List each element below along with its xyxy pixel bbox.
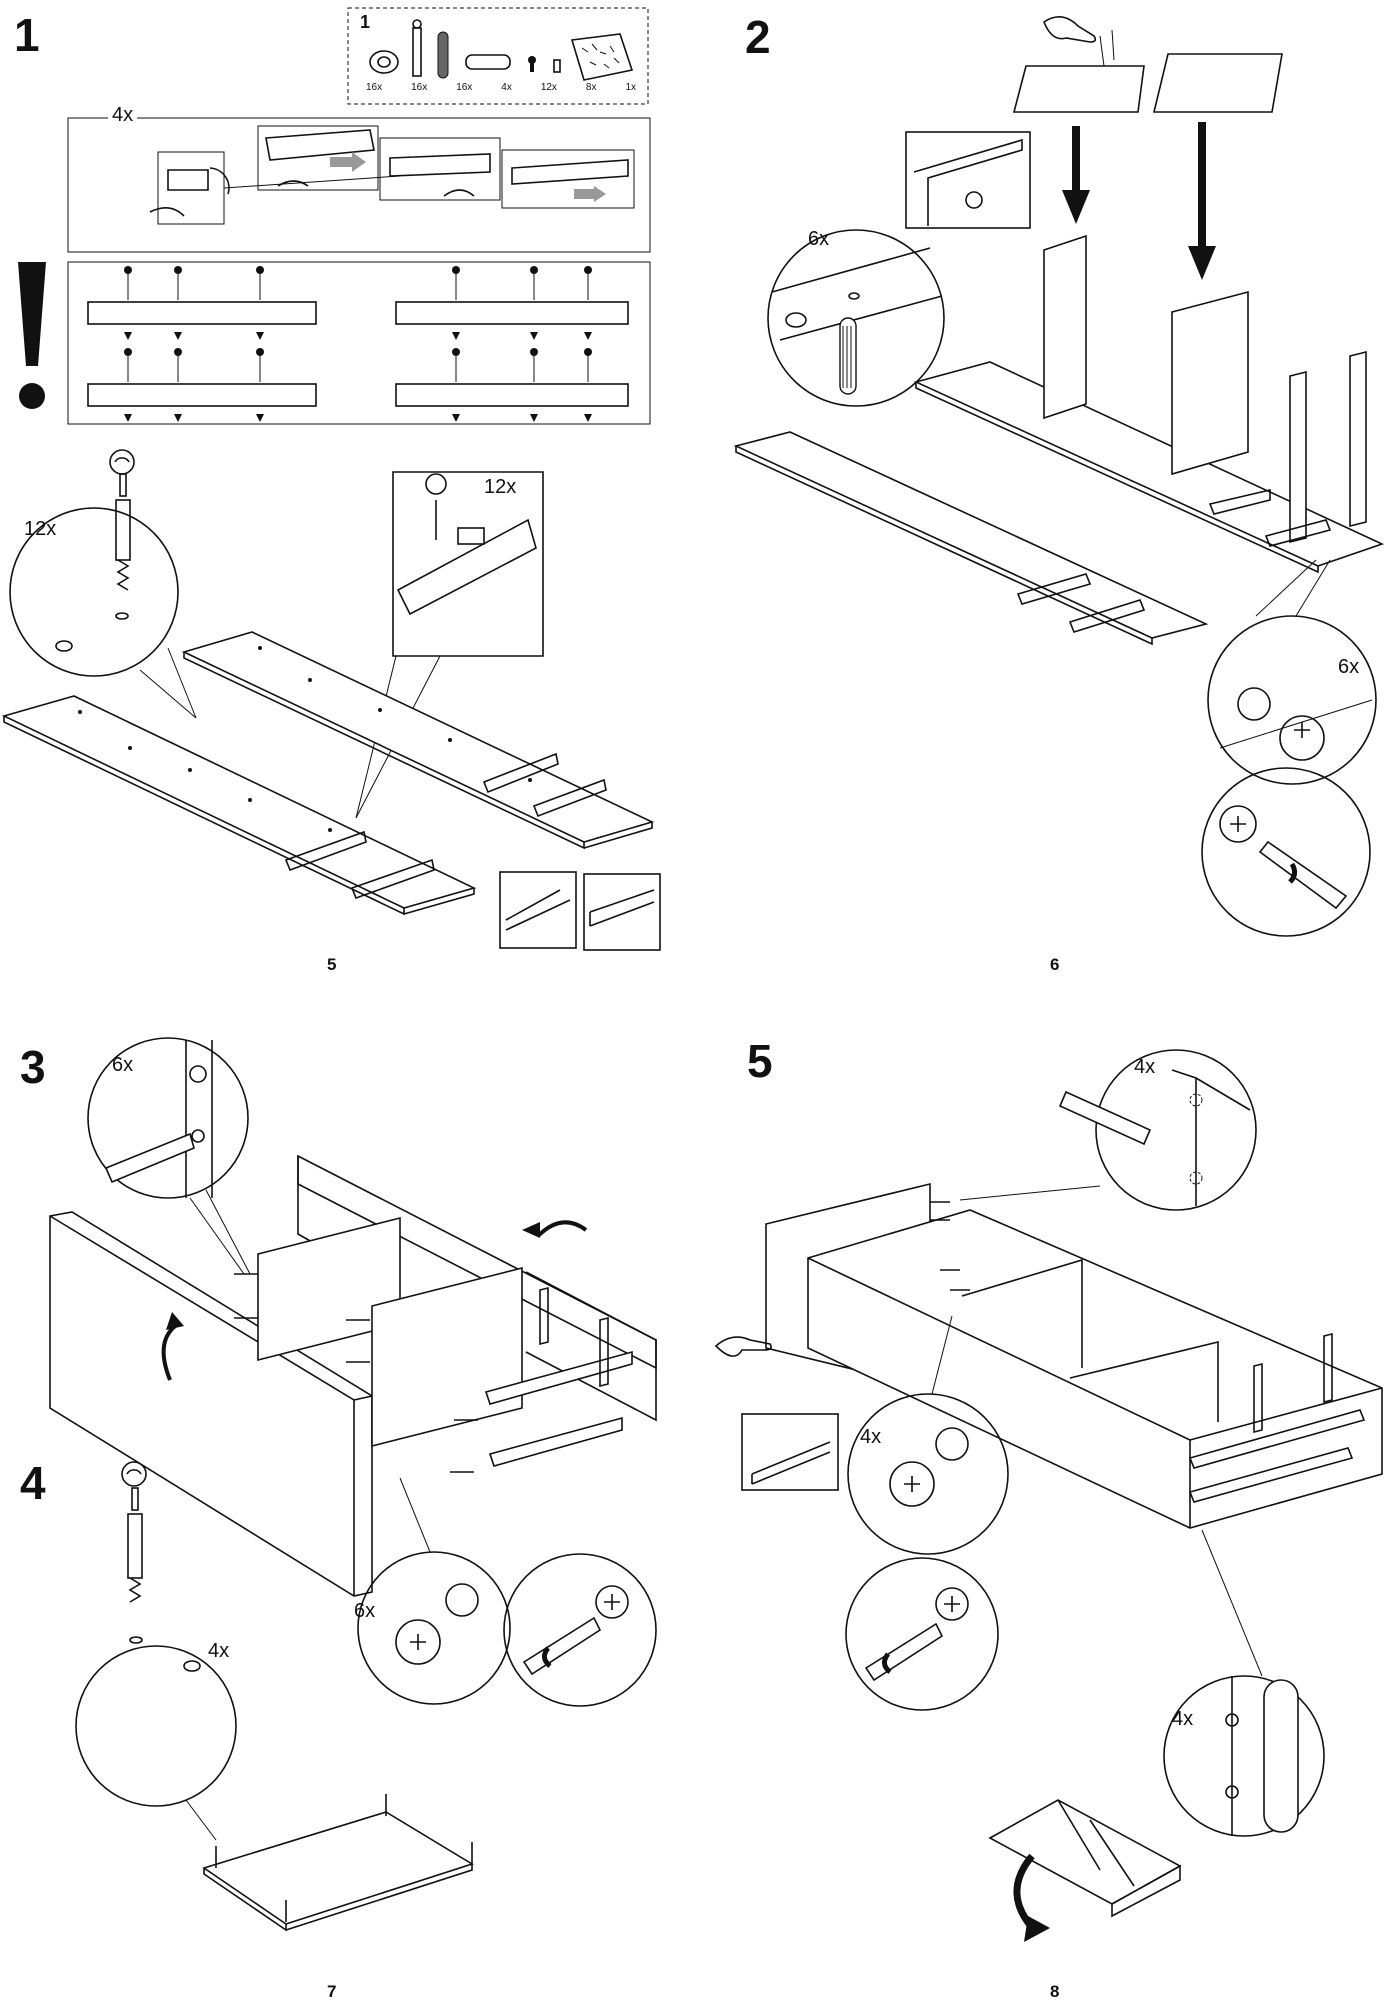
base-panel-front xyxy=(733,431,1209,639)
upright-panel-3 xyxy=(1289,370,1307,544)
handle-detail-circle xyxy=(1163,1529,1325,1837)
upright-panel-4 xyxy=(1349,350,1367,528)
top-panel-right xyxy=(1152,53,1283,113)
dowel-detail-circle xyxy=(767,229,945,407)
screwdriver-detail-circle-step5 xyxy=(845,1557,999,1711)
cam-lock-part-icon xyxy=(369,50,399,74)
cam-bolt-detail-circle-step4 xyxy=(75,1461,237,1841)
rail-quantity: 4x xyxy=(108,104,138,127)
parts-box-label: 1 xyxy=(360,12,371,32)
screw-bag-part-icon xyxy=(570,33,634,81)
upright-panel-1 xyxy=(1043,234,1087,420)
page-number-5: 5 xyxy=(327,955,337,974)
parts-qty: 16x xyxy=(411,82,428,93)
screwdriver-detail-circle-step3 xyxy=(503,1553,657,1707)
cam-bolt-quantity-step4: 4x xyxy=(208,1640,230,1662)
edge-detail-box-step5 xyxy=(741,1413,839,1491)
cam-bolt-quantity: 12x xyxy=(24,518,57,540)
step-number-1: 1 xyxy=(14,9,40,61)
dowel-quantity-step5: 4x xyxy=(1134,1056,1156,1078)
flipped-cabinet xyxy=(988,1799,1182,1942)
exclamation-icon xyxy=(18,262,46,409)
handle-quantity: 4x xyxy=(1172,1708,1194,1730)
base-panel-back xyxy=(913,361,1385,567)
step-number-2: 2 xyxy=(745,11,771,63)
rail-instruction-box xyxy=(67,117,651,253)
rail-orientation-diagrams xyxy=(87,266,629,422)
dowel-part-icon xyxy=(437,31,449,79)
parts-qty: 16x xyxy=(456,82,473,93)
parts-qty: 1x xyxy=(625,82,636,93)
down-arrow-icon xyxy=(1062,122,1216,280)
screw-quantity: 12x xyxy=(484,476,517,498)
dowel-detail-circle-step5 xyxy=(959,1049,1257,1211)
parts-qty: 12x xyxy=(540,82,557,93)
step-number-3: 3 xyxy=(20,1041,46,1093)
cam-lock-detail-circle xyxy=(1207,559,1377,785)
step-number-4: 4 xyxy=(20,1457,46,1509)
peg-part-icon xyxy=(553,59,561,73)
cam-quantity-step5: 4x xyxy=(860,1426,882,1448)
parts-box xyxy=(347,7,649,105)
screwdriver-detail-circle xyxy=(1201,767,1371,937)
cam-bolt-detail-circle xyxy=(9,449,197,719)
parts-qty: 8x xyxy=(585,82,597,93)
dowel-detail-circle-step3 xyxy=(87,1037,251,1275)
cam-quantity-step3: 6x xyxy=(354,1600,376,1622)
page-number-7: 7 xyxy=(327,1982,337,2001)
hand-pointer-icon xyxy=(714,1336,772,1357)
page-number-8: 8 xyxy=(1050,1982,1060,2001)
screw-part-icon xyxy=(528,56,536,72)
cam-lock-detail-circle-step5 xyxy=(847,1315,1009,1555)
parts-qty: 4x xyxy=(501,82,512,93)
board-panels xyxy=(1,631,661,951)
parts-qty: 16x xyxy=(366,82,383,93)
top-panel-left xyxy=(1012,65,1145,113)
rail-orientation-box xyxy=(67,261,651,425)
cam-lock-detail-circle-step3 xyxy=(357,1477,511,1705)
handle-part-icon xyxy=(465,54,511,70)
dowel-quantity-step3: 6x xyxy=(112,1054,134,1076)
dowel-quantity: 6x xyxy=(808,228,830,250)
hand-pointer-icon xyxy=(1043,16,1097,43)
upright-panel-2 xyxy=(1171,290,1249,476)
cam-quantity: 6x xyxy=(1338,656,1360,678)
front-panel xyxy=(49,1211,373,1597)
cam-bolt-part-icon xyxy=(412,19,422,77)
cabinet-body xyxy=(807,1209,1383,1529)
rail-separation-illustration xyxy=(149,125,635,225)
step-number-5: 5 xyxy=(747,1035,773,1087)
parts-quantity-row: 16x 16x 16x 4x 12x 8x 1x xyxy=(366,82,636,93)
edge-detail-box xyxy=(905,131,1031,229)
page-number-6: 6 xyxy=(1050,955,1060,974)
